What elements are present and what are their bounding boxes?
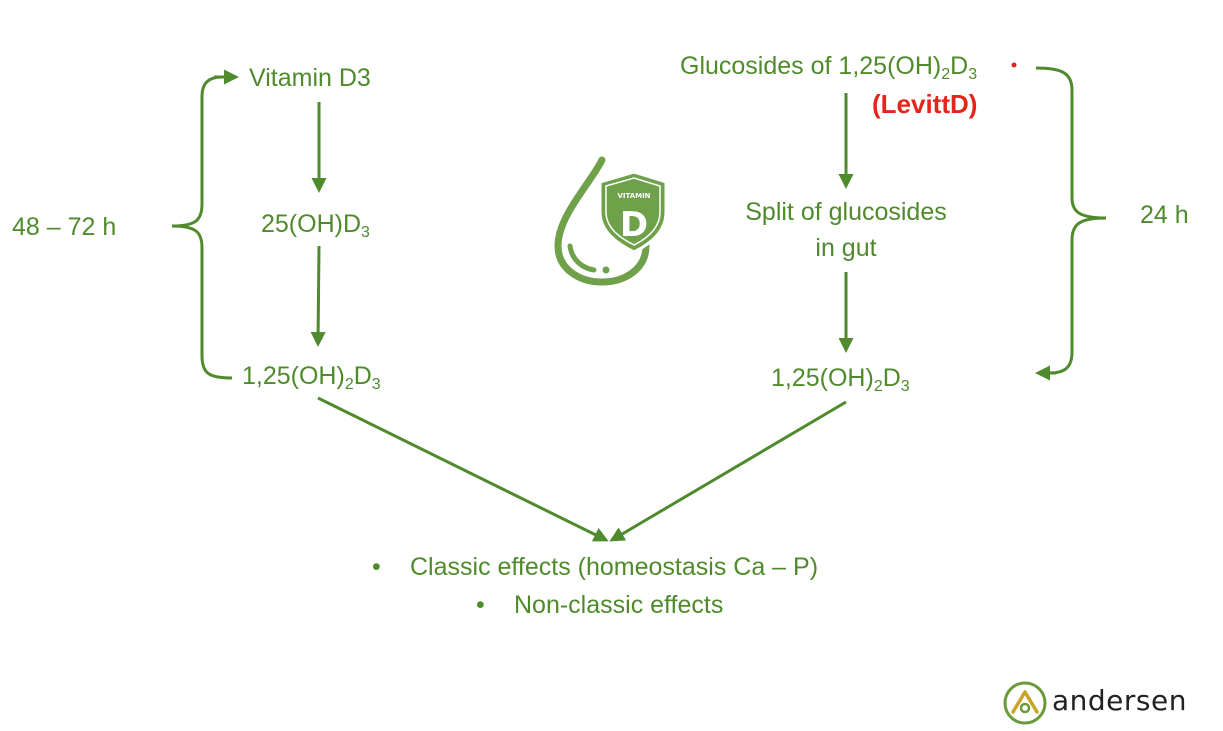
glucosides-label: Glucosides of 1,25(OH)2D3 <box>680 52 978 83</box>
right-125oh2-d3-label: 1,25(OH)2D3 <box>771 364 910 395</box>
shield-letter: D <box>620 205 648 245</box>
split-glucosides-label: Split of glucosides in gut <box>745 198 947 262</box>
arrow-25oh-to-125oh-left <box>310 245 326 347</box>
left-125oh2-d3-label: 1,25(OH)2D3 <box>242 362 381 393</box>
25oh-d3-label: 25(OH)D3 <box>261 210 370 241</box>
right-brace <box>1035 66 1107 375</box>
vitamin-d3-label: Vitamin D3 <box>249 64 371 92</box>
right-time-label: 24 h <box>1140 201 1189 229</box>
effect-item-classic: •Classic effects (homeostasis Ca – P) <box>372 553 819 581</box>
levittd-brand-label: (LevittD) <box>872 89 978 119</box>
left-brace <box>171 75 233 380</box>
arrow-left-to-effects <box>317 396 609 542</box>
brand-dot <box>1011 62 1017 68</box>
bullet: • <box>476 591 485 619</box>
bullet: • <box>372 553 381 581</box>
arrow-right-to-effects <box>609 400 847 542</box>
shield-top-text: VITAMIN <box>617 192 650 200</box>
left-time-label: 48 – 72 h <box>12 213 117 241</box>
andersen-logo-icon <box>1003 681 1047 725</box>
effect-item-nonclassic: •Non-classic effects <box>476 591 724 619</box>
andersen-logo-text: andersen <box>1052 684 1187 717</box>
vitamin-d-drop-icon: VITAMIN D <box>554 156 668 286</box>
